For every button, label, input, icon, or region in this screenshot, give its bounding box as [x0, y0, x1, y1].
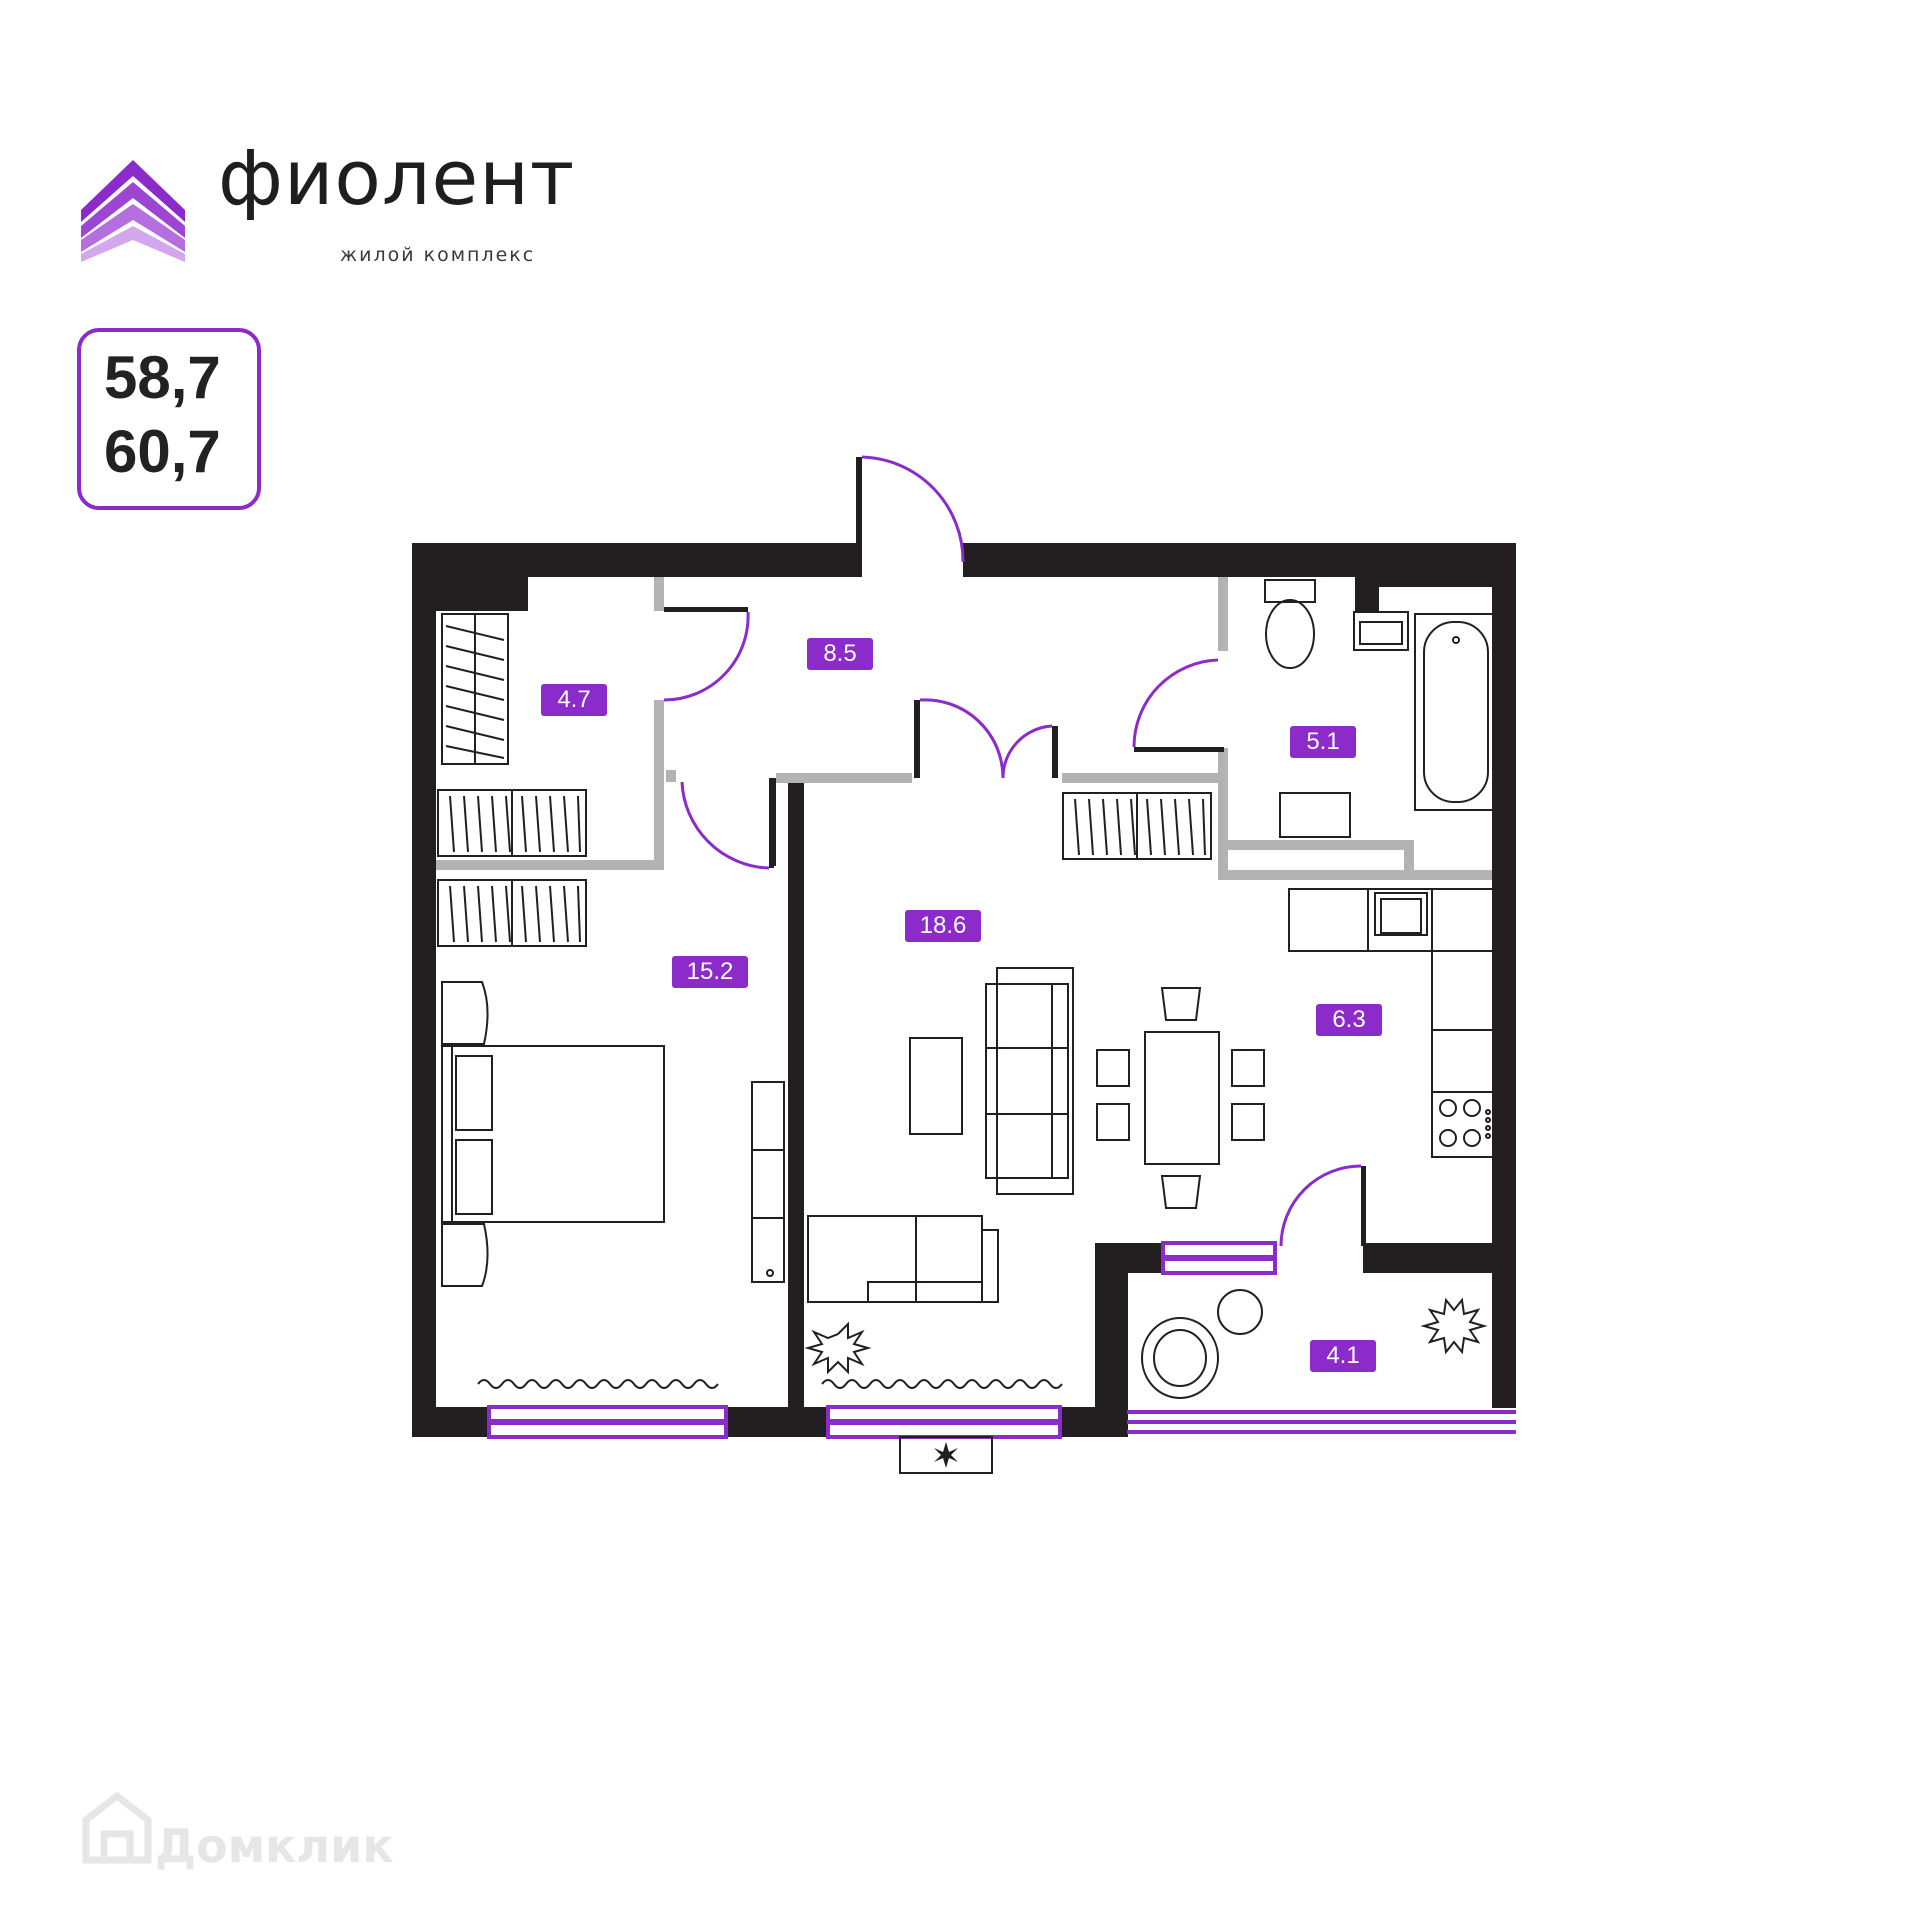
balcony-furniture — [1141, 1289, 1488, 1399]
stove-icon — [1439, 1099, 1491, 1147]
bathroom-fixtures — [1264, 579, 1498, 838]
wardrobe-bedroom — [437, 879, 587, 947]
room-label-living-room: 18.6 — [905, 910, 981, 942]
bathroom-door — [1132, 658, 1224, 752]
room-label-hall: 8.5 — [807, 638, 873, 670]
entrance-door — [856, 455, 965, 577]
plant-icon — [804, 1321, 872, 1375]
coffee-table-icon — [909, 1037, 963, 1135]
watermark-text: Домклик — [155, 1819, 394, 1873]
armchair-icon — [1141, 1317, 1219, 1399]
interior-partitions — [436, 577, 1492, 880]
watermark-logo-icon — [82, 1791, 152, 1864]
kitchen-units — [1288, 888, 1496, 1158]
room-label-storage: 4.7 — [541, 684, 607, 716]
room-label-bedroom: 15.2 — [672, 956, 748, 988]
wardrobe-living — [1062, 792, 1212, 860]
wardrobe-storage-tall — [441, 613, 509, 765]
curtain-icon — [477, 1379, 719, 1389]
wardrobes — [437, 613, 1212, 947]
living-area: 58,7 — [104, 344, 221, 411]
corner-sofa-icon — [807, 1215, 999, 1303]
total-area: 60,7 — [104, 418, 221, 485]
toilet-icon — [1264, 579, 1316, 669]
compass-icon — [899, 1436, 993, 1474]
nightstand-icon — [441, 981, 489, 1287]
side-table-icon — [1217, 1289, 1263, 1335]
sofa-icon — [985, 967, 1074, 1195]
plant-icon-2 — [1420, 1297, 1488, 1355]
washbasin-icon — [1353, 611, 1409, 651]
bed-icon — [441, 1045, 665, 1223]
room-label-kitchen: 6.3 — [1316, 1004, 1382, 1036]
brand-name: фиолент — [218, 133, 576, 222]
room-label-balcony: 4.1 — [1310, 1340, 1376, 1372]
wardrobe-storage-row — [437, 789, 587, 857]
brand-subtitle: жилой комплекс — [340, 244, 536, 266]
logo-icon — [81, 160, 185, 262]
chairs-icon — [1096, 987, 1265, 1209]
doors — [663, 455, 1366, 1247]
dining-table-icon — [1144, 1031, 1220, 1165]
room-label-bathroom: 5.1 — [1290, 726, 1356, 758]
tv-stand-icon — [751, 1081, 785, 1283]
bedroom-door — [680, 778, 774, 870]
bedroom-furniture — [441, 981, 785, 1389]
balcony-door — [1279, 1164, 1366, 1247]
bathtub-icon — [1414, 613, 1498, 811]
living-furniture — [804, 967, 1265, 1389]
curtain-icon-2 — [821, 1379, 1063, 1389]
exterior-walls — [412, 543, 1516, 1437]
washing-machine-icon — [1279, 792, 1351, 838]
windows — [487, 1241, 1516, 1439]
balcony-wall — [1126, 1273, 1506, 1407]
living-double-door — [914, 698, 1058, 779]
area-badge — [77, 328, 261, 510]
sink-icon — [1374, 892, 1428, 936]
storage-door — [663, 607, 750, 702]
